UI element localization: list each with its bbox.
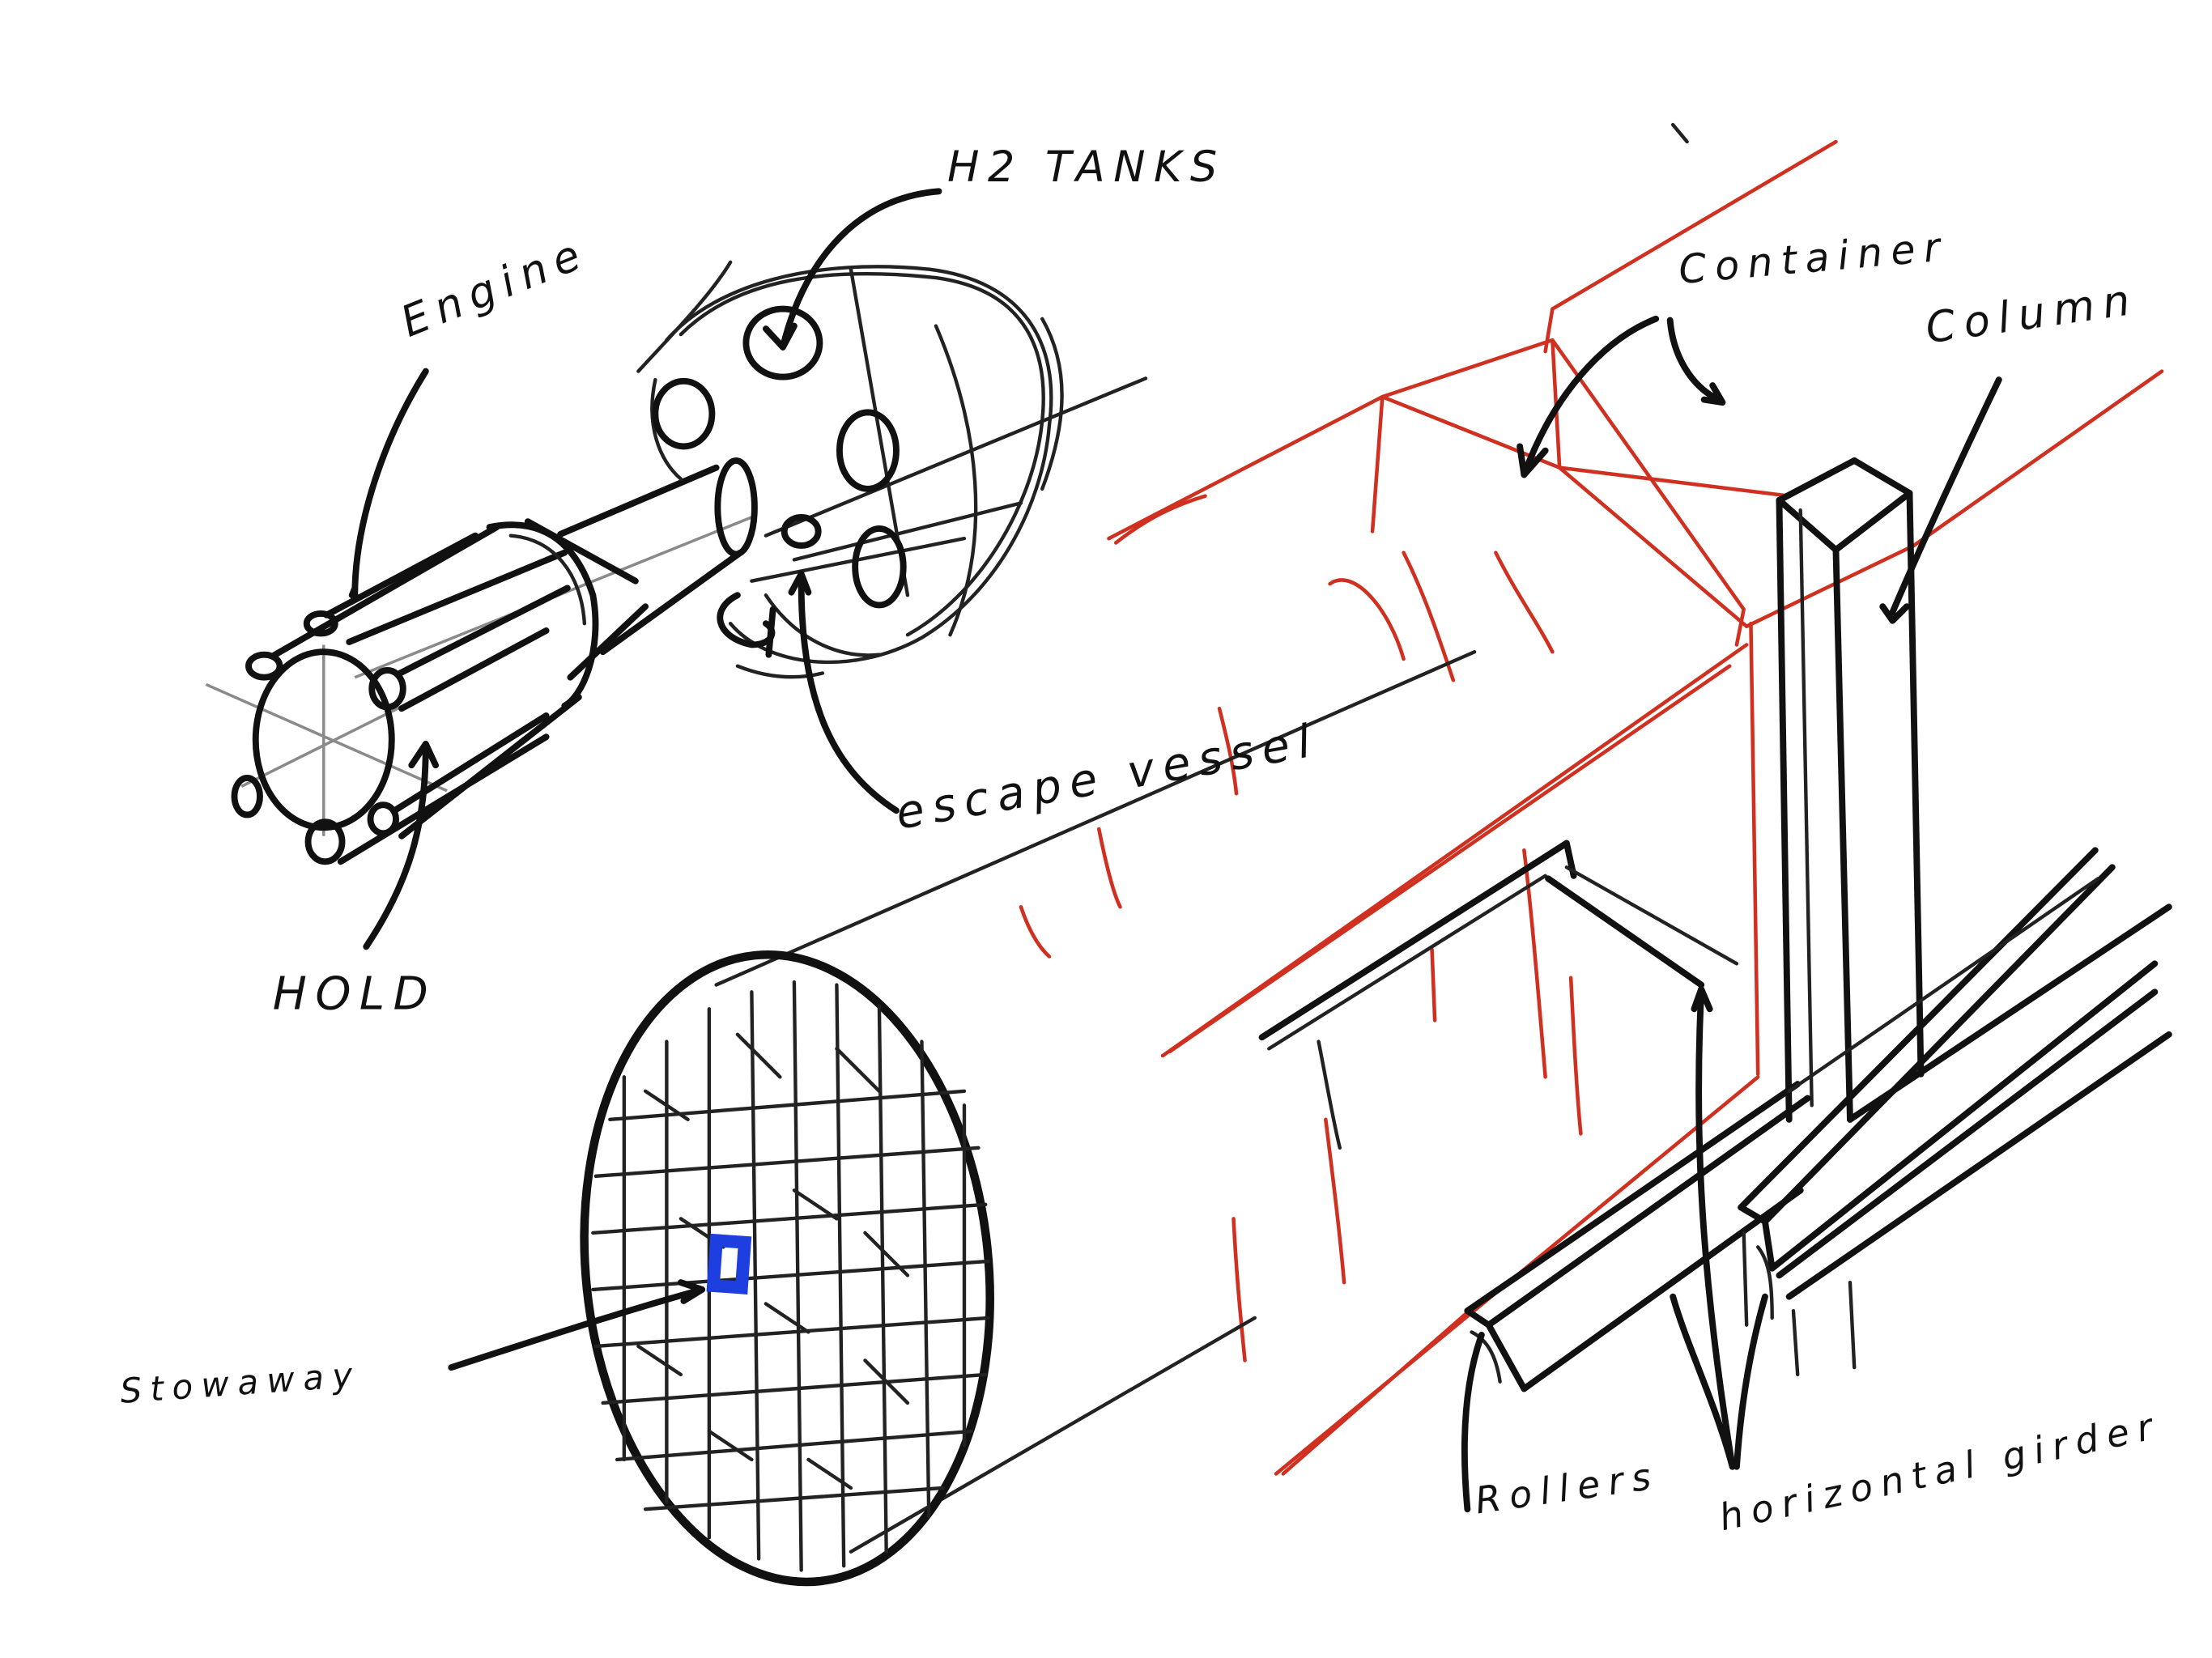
- girder-drawing: [1258, 840, 2172, 1392]
- engine-tubes: [269, 524, 582, 865]
- forward-hull: [636, 260, 1148, 679]
- labels: Engine H2 TANKS HOLD escape vessel Conta…: [119, 142, 2165, 1539]
- label-column: Column: [1923, 274, 2142, 353]
- h2-tanks: [652, 305, 907, 658]
- stowaway-marker: [706, 1233, 752, 1295]
- spaceship-drawing: [205, 260, 1148, 865]
- ship-hull-cylinder: [714, 122, 1689, 1554]
- stowage-grid: [591, 980, 990, 1572]
- column-drawing: [1776, 457, 1925, 1377]
- ship-shaft: [557, 457, 758, 656]
- label-h2-tanks: H2 TANKS: [947, 142, 1226, 192]
- label-hold: HOLD: [273, 967, 437, 1020]
- label-horizontal-girder: horizontal girder: [1716, 1404, 2165, 1539]
- annotation-arrows: [351, 188, 2002, 1513]
- label-escape-vessel: escape vessel: [892, 714, 1323, 840]
- hold-cross-section: [580, 950, 994, 1587]
- label-container: Container: [1677, 223, 1950, 293]
- label-stowaway: Stowaway: [119, 1354, 363, 1411]
- hold-section: [486, 518, 649, 709]
- engine-rear-disk: [252, 648, 395, 831]
- label-engine: Engine: [394, 227, 595, 347]
- label-rollers: Rollers: [1473, 1454, 1662, 1522]
